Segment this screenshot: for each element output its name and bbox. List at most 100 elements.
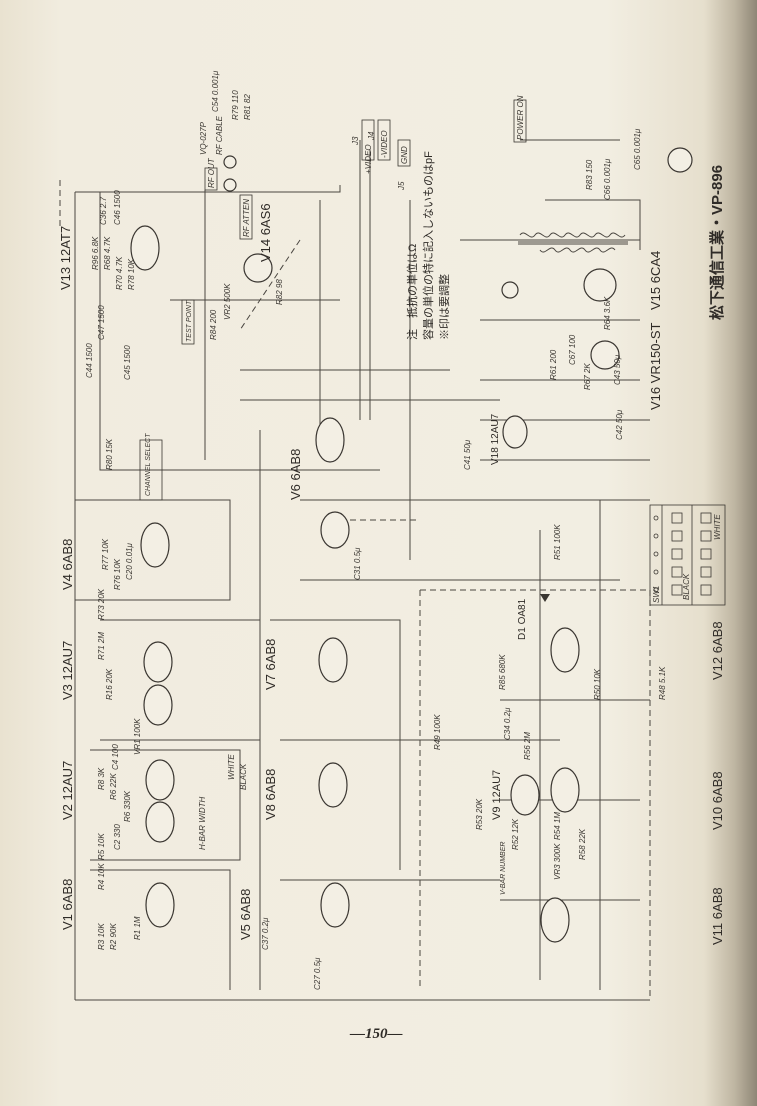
- component-label: R83 150: [585, 159, 594, 190]
- tube-v12: [550, 627, 580, 673]
- switch-pattern-icon: [653, 515, 659, 521]
- component-label: C44 1500: [85, 343, 94, 378]
- component-label: R58 22K: [578, 828, 587, 860]
- component-label: C65 0.001μ: [633, 128, 642, 170]
- component-label: R50 10K: [593, 668, 602, 700]
- component-label: R49 100K: [433, 714, 442, 750]
- component-label: C31 0.5μ: [353, 547, 362, 580]
- rf-connector-icon: [223, 155, 237, 169]
- component-label: VR3 300K: [553, 843, 562, 880]
- component-label: R85 680K: [498, 654, 507, 690]
- terminal-j4: J4: [367, 131, 376, 141]
- component-label: R53 20K: [475, 798, 484, 830]
- switch-pattern-icon: [671, 512, 683, 524]
- component-label: R96 6.8K: [91, 236, 100, 270]
- wiring: [59, 139, 651, 1001]
- terminal-j3: J3: [351, 136, 360, 146]
- tube-v2a: [145, 759, 175, 801]
- component-label: C47 1500: [97, 305, 106, 340]
- component-label: R61 200: [549, 349, 558, 380]
- test-point-label: TEST POINT: [186, 300, 193, 342]
- component-label: R76 10K: [113, 558, 122, 590]
- component-label: R78 10K: [127, 258, 136, 290]
- page-number: —150—: [350, 1026, 403, 1042]
- component-label: R67 2K: [583, 363, 592, 390]
- switch-pattern-icon: [671, 584, 683, 596]
- label-v2: V2 12AU7: [60, 761, 75, 820]
- component-label: C41 50μ: [463, 439, 472, 470]
- label-v16: V16 VR150-ST: [648, 322, 663, 410]
- component-label: R68 4.7K: [103, 236, 112, 270]
- component-label: R79 110: [231, 90, 240, 120]
- component-label: R56 2M: [523, 732, 532, 760]
- component-label: C37 0.2μ: [261, 917, 270, 950]
- switch-pattern-icon: [700, 548, 712, 560]
- gnd-label: GND: [400, 146, 409, 164]
- rf-cable-label: RF CABLE: [215, 115, 224, 155]
- component-label: C20 0.01μ: [125, 543, 134, 580]
- note-resistance-unit: 注 抵抗の単位はΩ: [405, 244, 419, 340]
- black-label: BLACK: [239, 763, 248, 790]
- label-v5: V5 6AB8: [238, 889, 253, 940]
- switch-pattern-icon: [653, 569, 659, 575]
- component-label: R54 1M: [553, 812, 562, 840]
- diode-d1-icon: [540, 594, 550, 602]
- tube-v6: [315, 417, 345, 463]
- component-label: R84 200: [209, 309, 218, 340]
- component-label: R73 20K: [97, 588, 106, 620]
- terminal-j5: J5: [397, 181, 406, 191]
- switch-pattern-icon: [653, 551, 659, 557]
- white-label: WHITE: [227, 754, 236, 780]
- label-v6: V6 6AB8: [288, 449, 303, 500]
- hbar-width-label: H-BAR WIDTH: [198, 796, 207, 850]
- note-adjustment: ※印は要調整: [437, 274, 451, 340]
- label-v7: V7 6AB8: [263, 639, 278, 690]
- component-label: R71 2M: [97, 632, 106, 660]
- switch-pattern-icon: [700, 512, 712, 524]
- tube-v5: [320, 882, 350, 928]
- rf-atten-label: RF ATTEN: [242, 199, 251, 237]
- tube-v15: [583, 268, 617, 302]
- label-v8: V8 6AB8: [263, 769, 278, 820]
- component-label: R5 10K: [97, 833, 106, 860]
- component-label: C46 1500: [113, 190, 122, 225]
- vq-cable-label: VQ-027P: [199, 121, 208, 155]
- tube-v1: [145, 882, 175, 928]
- switch-pattern-icon: [700, 566, 712, 578]
- tube-output: [667, 147, 693, 173]
- label-d1: D1 OA81: [517, 598, 528, 640]
- tube-v13: [130, 225, 160, 271]
- switch-pattern-icon: [671, 530, 683, 542]
- switch-table: SW1 BLACK WHITE: [649, 504, 726, 606]
- label-v10: V10 6AB8: [710, 771, 725, 830]
- component-label: C66 0.001μ: [603, 158, 612, 200]
- component-label: C43 50μ: [613, 354, 622, 385]
- label-v15: V15 6CA4: [648, 251, 663, 310]
- component-label: R81 82: [243, 94, 252, 120]
- switch-pattern-icon: [671, 566, 683, 578]
- switch-pattern-icon: [653, 533, 659, 539]
- tube-v3a: [143, 641, 173, 683]
- power-on-label: POWER ON: [516, 95, 525, 140]
- component-label: C42 50μ: [615, 409, 624, 440]
- component-label: R77 10K: [101, 538, 110, 570]
- pilot-lamp-icon: [501, 281, 519, 299]
- component-label: R80 15K: [105, 438, 114, 470]
- component-label: R82 98: [275, 279, 284, 305]
- component-label: R2 90K: [109, 923, 118, 950]
- component-label: C34 0.2μ: [503, 707, 512, 740]
- component-label: VR2 500K: [223, 283, 232, 320]
- switch-table-header-white: WHITE: [713, 514, 722, 540]
- tube-v10: [550, 767, 580, 813]
- component-label: C27 0.5μ: [313, 957, 322, 990]
- tube-v7: [318, 637, 348, 683]
- label-v18: V18 12AU7: [490, 413, 501, 465]
- label-v13: V13 12AT7: [58, 226, 73, 290]
- component-label: R52 12K: [511, 818, 520, 850]
- tube-v4: [140, 522, 170, 568]
- component-label: C36 2.7: [99, 196, 108, 225]
- switch-pattern-icon: [700, 584, 712, 596]
- label-v14: V14 6AS6: [258, 203, 273, 262]
